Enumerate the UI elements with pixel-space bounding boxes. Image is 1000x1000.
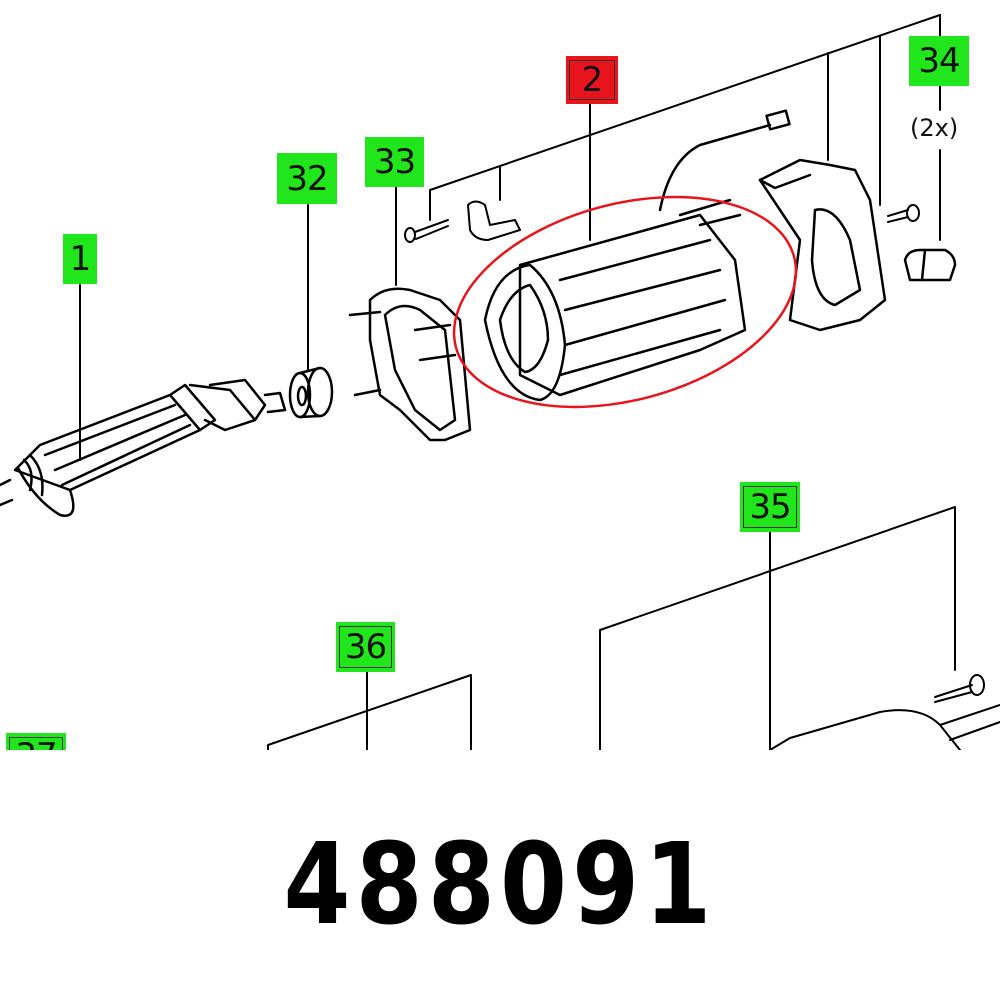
callout-37: 37	[6, 733, 66, 750]
diagram-linework	[0, 14, 1000, 750]
callout-1: 1	[63, 234, 97, 284]
callout-33: 33	[365, 137, 424, 187]
callout-35: 35	[740, 482, 800, 532]
callout-32: 32	[277, 153, 337, 204]
callout-2-highlighted: 2	[566, 56, 618, 104]
part-number: 488091	[283, 820, 717, 950]
highlight-ellipse	[452, 195, 798, 409]
quantity-2x: (2x)	[908, 114, 961, 142]
exploded-parts-diagram: 1 2 32 33 34 (2x) 35 36 37	[0, 14, 1000, 750]
callout-36: 36	[336, 622, 395, 672]
callout-34: 34	[909, 36, 969, 86]
